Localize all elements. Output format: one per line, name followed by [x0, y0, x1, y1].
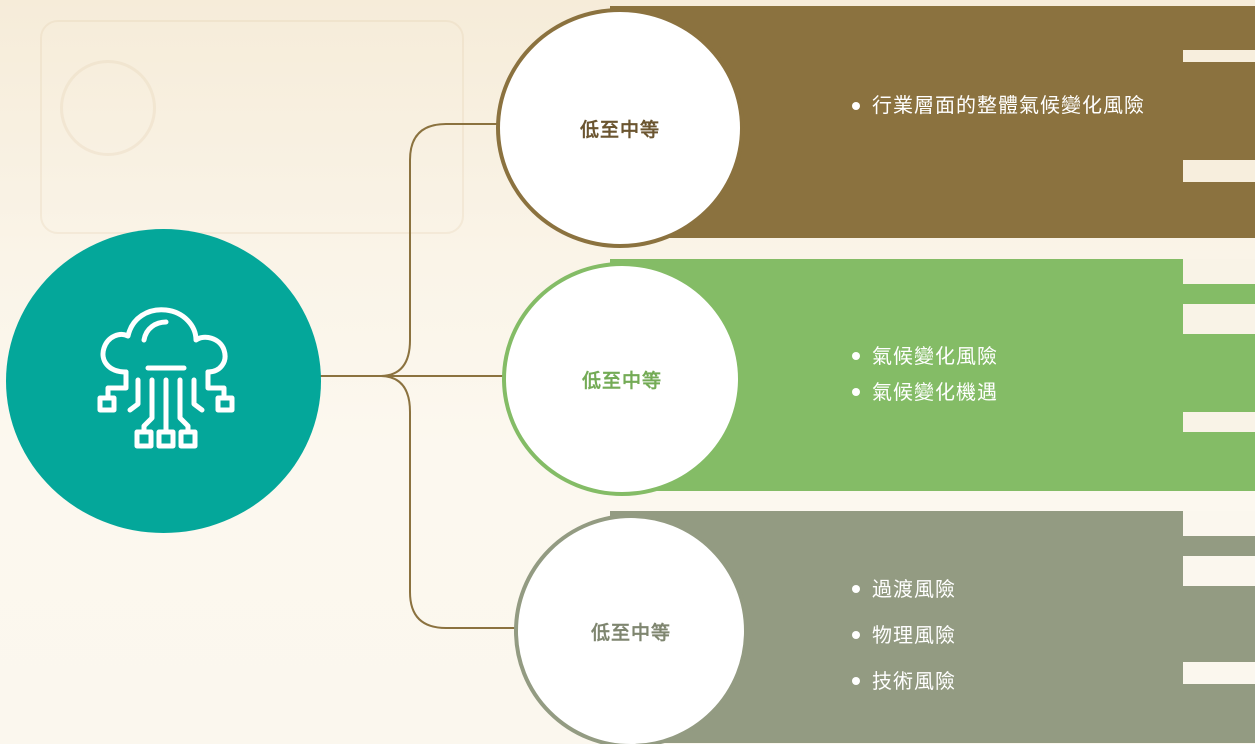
level-label-3: 低至中等 [590, 621, 671, 644]
band-3-notch-mid [1183, 556, 1255, 586]
branch-3-list: 過渡風險 物理風險 技術風險 [850, 566, 956, 704]
level-label-2: 低至中等 [581, 369, 662, 392]
level-bubble-2: 低至中等 [502, 262, 742, 496]
connector-branch-1 [379, 123, 498, 377]
background-decoration [40, 20, 464, 234]
level-bubble-1: 低至中等 [496, 8, 744, 248]
level-bubble-3: 低至中等 [514, 514, 748, 744]
list-item: 氣候變化風險 [850, 338, 998, 374]
band-3-notch-bottom [1183, 662, 1255, 684]
band-2-notch-bottom [1183, 412, 1255, 432]
list-item: 行業層面的整體氣候變化風險 [850, 88, 1150, 122]
band-1-notch-top [1183, 50, 1255, 62]
list-item: 物理風險 [850, 612, 956, 658]
cloud-network-icon [97, 307, 235, 449]
list-item: 氣候變化機遇 [850, 374, 998, 410]
list-item: 技術風險 [850, 658, 956, 704]
band-1-notch-bottom [1183, 160, 1255, 182]
branch-1-list: 行業層面的整體氣候變化風險 [850, 88, 1150, 122]
band-2-notch-top [1183, 259, 1255, 284]
background-seal-decoration [60, 60, 156, 156]
band-3-deco-bottom [1200, 684, 1230, 714]
connector-branch-3 [379, 375, 516, 629]
central-hub [6, 229, 321, 533]
band-3-notch-top [1183, 511, 1255, 536]
band-2-deco-bottom [1200, 432, 1230, 462]
band-2-notch-mid [1183, 304, 1255, 334]
level-label-1: 低至中等 [579, 118, 660, 141]
list-item: 過渡風險 [850, 566, 956, 612]
branch-2-list: 氣候變化風險 氣候變化機遇 [850, 338, 998, 410]
band-1-deco-bottom [1200, 182, 1230, 212]
